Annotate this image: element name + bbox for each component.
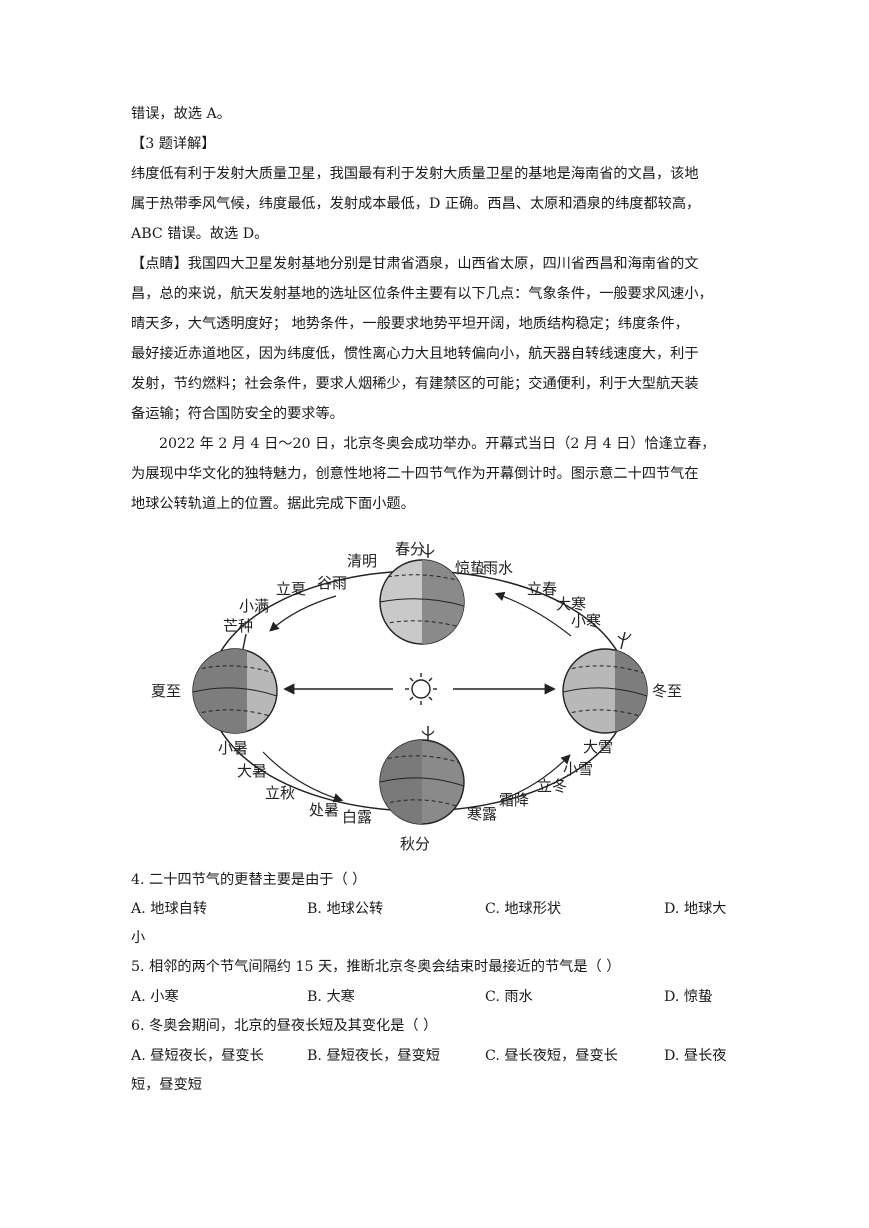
term-label: 小满 [239,597,269,615]
term-label: 大暑 [237,762,267,780]
term-label: 小暑 [218,739,248,757]
term-label: 秋分 [400,835,430,853]
earth-globe-summer [192,633,278,734]
text-line: 属于热带季风气候，纬度最低，发射成本最低，D 正确。西昌、太原和酒泉的纬度都较高… [131,196,701,212]
option-a: A. 昼短夜长，昼变长 [131,1048,264,1064]
term-label: 寒露 [467,805,497,823]
text-line: 昌，总的来说，航天发射基地的选址区位条件主要有以下几点：气象条件，一般要求风速小… [131,286,713,302]
option-b: B. 地球公转 [307,901,384,917]
term-label: 立冬 [537,777,567,795]
text-line: 备运输；符合国防安全的要求等。 [131,406,344,422]
term-label: 立秋 [265,784,295,802]
term-label: 霜降 [499,791,529,809]
term-label: 立春 [527,580,557,598]
question-stem: 6. 冬奥会期间，北京的昼夜长短及其变化是（ ） [131,1018,438,1034]
text-line: 错误，故选 A。 [131,106,231,122]
term-label: 春分 [395,540,425,558]
text-line: 【3 题详解】 [131,136,216,152]
option-d: D. 地球大 [664,901,727,917]
term-label: 大寒 [556,595,586,613]
term-label: 白露 [342,808,372,826]
term-label: 雨水 [483,559,513,577]
term-label: 谷雨 [317,574,347,592]
text-line: 纬度低有利于发射大质量卫星，我国最有利于发射大质量卫星的基地是海南省的文昌，该地 [131,166,699,182]
option-a: A. 小寒 [131,989,179,1005]
passage-line: 为展现中华文化的独特魅力，创意性地将二十四节气作为开幕倒计时。图示意二十四节气在 [131,466,699,482]
option-wrap: 小 [131,930,146,946]
term-label: 小寒 [571,612,601,630]
option-c: C. 雨水 [485,989,533,1005]
option-d: D. 惊蛰 [664,989,713,1005]
solar-terms-orbit-diagram: 春分 清明 谷雨 立夏 小满 芒种 夏至 小暑 大暑 立秋 处暑 白露 秋分 寒… [151,540,682,853]
term-label: 小雪 [563,760,593,778]
term-label: 处暑 [309,801,339,819]
term-label: 惊蛰 [455,559,485,577]
passage-line: 地球公转轨道上的位置。据此完成下面小题。 [131,496,415,512]
orbit-arrow [494,591,572,637]
question-stem: 4. 二十四节气的更替主要是由于（ ） [131,872,367,888]
option-b: B. 昼短夜长，昼变短 [307,1048,440,1064]
earth-globe-spring [379,544,465,645]
option-c: C. 地球形状 [485,901,562,917]
text-line: 最好接近赤道地区，因为纬度低，惯性离心力大且地转偏向小，航天器自转线速度大，利于 [131,346,699,362]
orbit-arrow [269,595,337,632]
sun-icon [405,673,437,705]
option-d: D. 昼长夜 [664,1048,727,1064]
term-label: 清明 [347,552,377,570]
term-label: 夏至 [151,682,181,700]
text-line: 晴天多，大气透明度好； 地势条件，一般要求地势平坦开阔，地质结构稳定；纬度条件， [131,316,689,332]
term-label: 冬至 [652,682,682,700]
earth-globe-autumn [379,726,465,825]
passage-line: 2022 年 2 月 4 日～20 日，北京冬奥会成功举办。开幕式当日（2 月 … [159,436,716,452]
option-c: C. 昼长夜短，昼变长 [485,1048,618,1064]
term-label: 立夏 [276,580,306,598]
text-line: 【点睛】我国四大卫星发射基地分别是甘肃省酒泉，山西省太原，四川省西昌和海南省的文 [131,256,699,272]
term-label: 芒种 [223,617,253,635]
option-a: A. 地球自转 [131,901,208,917]
question-stem: 5. 相邻的两个节气间隔约 15 天，推断北京冬奥会结束时最接近的节气是（ ） [131,959,621,975]
option-wrap: 短，昼变短 [131,1077,202,1093]
text-line: 发射，节约燃料；社会条件，要求人烟稀少，有建禁区的可能；交通便利，利于大型航天装 [131,376,699,392]
text-line: ABC 错误。故选 D。 [131,226,269,242]
option-b: B. 大寒 [307,989,355,1005]
orbit-arrow [500,754,571,801]
orbit-arrow [262,751,344,803]
term-label: 大雪 [583,738,613,756]
